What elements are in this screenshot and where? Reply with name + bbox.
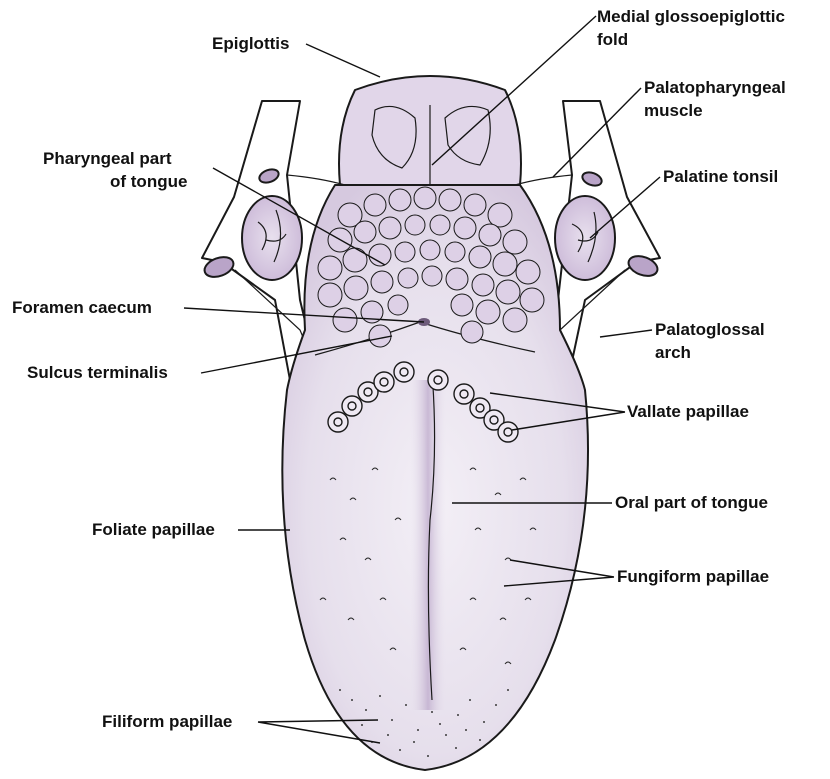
label-filiform-papillae: Filiform papillae	[102, 712, 232, 732]
leader-palatoglossal-arch	[600, 330, 652, 337]
palatine-tonsil-right	[555, 196, 615, 280]
palatopharyngeal-fold-right	[515, 175, 572, 185]
label-medial-glossoepiglottic-fold-line1: Medial glossoepiglottic	[597, 7, 785, 27]
label-palatopharyngeal-muscle-line2: muscle	[644, 101, 703, 121]
label-medial-glossoepiglottic-fold-line2: fold	[597, 30, 628, 50]
label-pharyngeal-part-line2: of tongue	[110, 172, 187, 192]
palatine-tonsil-left	[242, 196, 302, 280]
epiglottis-shape	[339, 76, 521, 185]
leader-epiglottis	[306, 44, 380, 77]
label-foliate-papillae: Foliate papillae	[92, 520, 215, 540]
label-palatine-tonsil: Palatine tonsil	[663, 167, 778, 187]
label-oral-part: Oral part of tongue	[615, 493, 768, 513]
label-fungiform-papillae: Fungiform papillae	[617, 567, 769, 587]
label-palatopharyngeal-muscle-line1: Palatopharyngeal	[644, 78, 786, 98]
label-sulcus-terminalis: Sulcus terminalis	[27, 363, 168, 383]
label-foramen-caecum: Foramen caecum	[12, 298, 152, 318]
label-pharyngeal-part-line1: Pharyngeal part	[43, 149, 172, 169]
label-palatoglossal-arch-line2: arch	[655, 343, 691, 363]
label-vallate-papillae: Vallate papillae	[627, 402, 749, 422]
label-palatoglossal-arch-line1: Palatoglossal	[655, 320, 765, 340]
label-epiglottis: Epiglottis	[212, 34, 289, 54]
palatopharyngeal-fold-left	[287, 175, 345, 185]
